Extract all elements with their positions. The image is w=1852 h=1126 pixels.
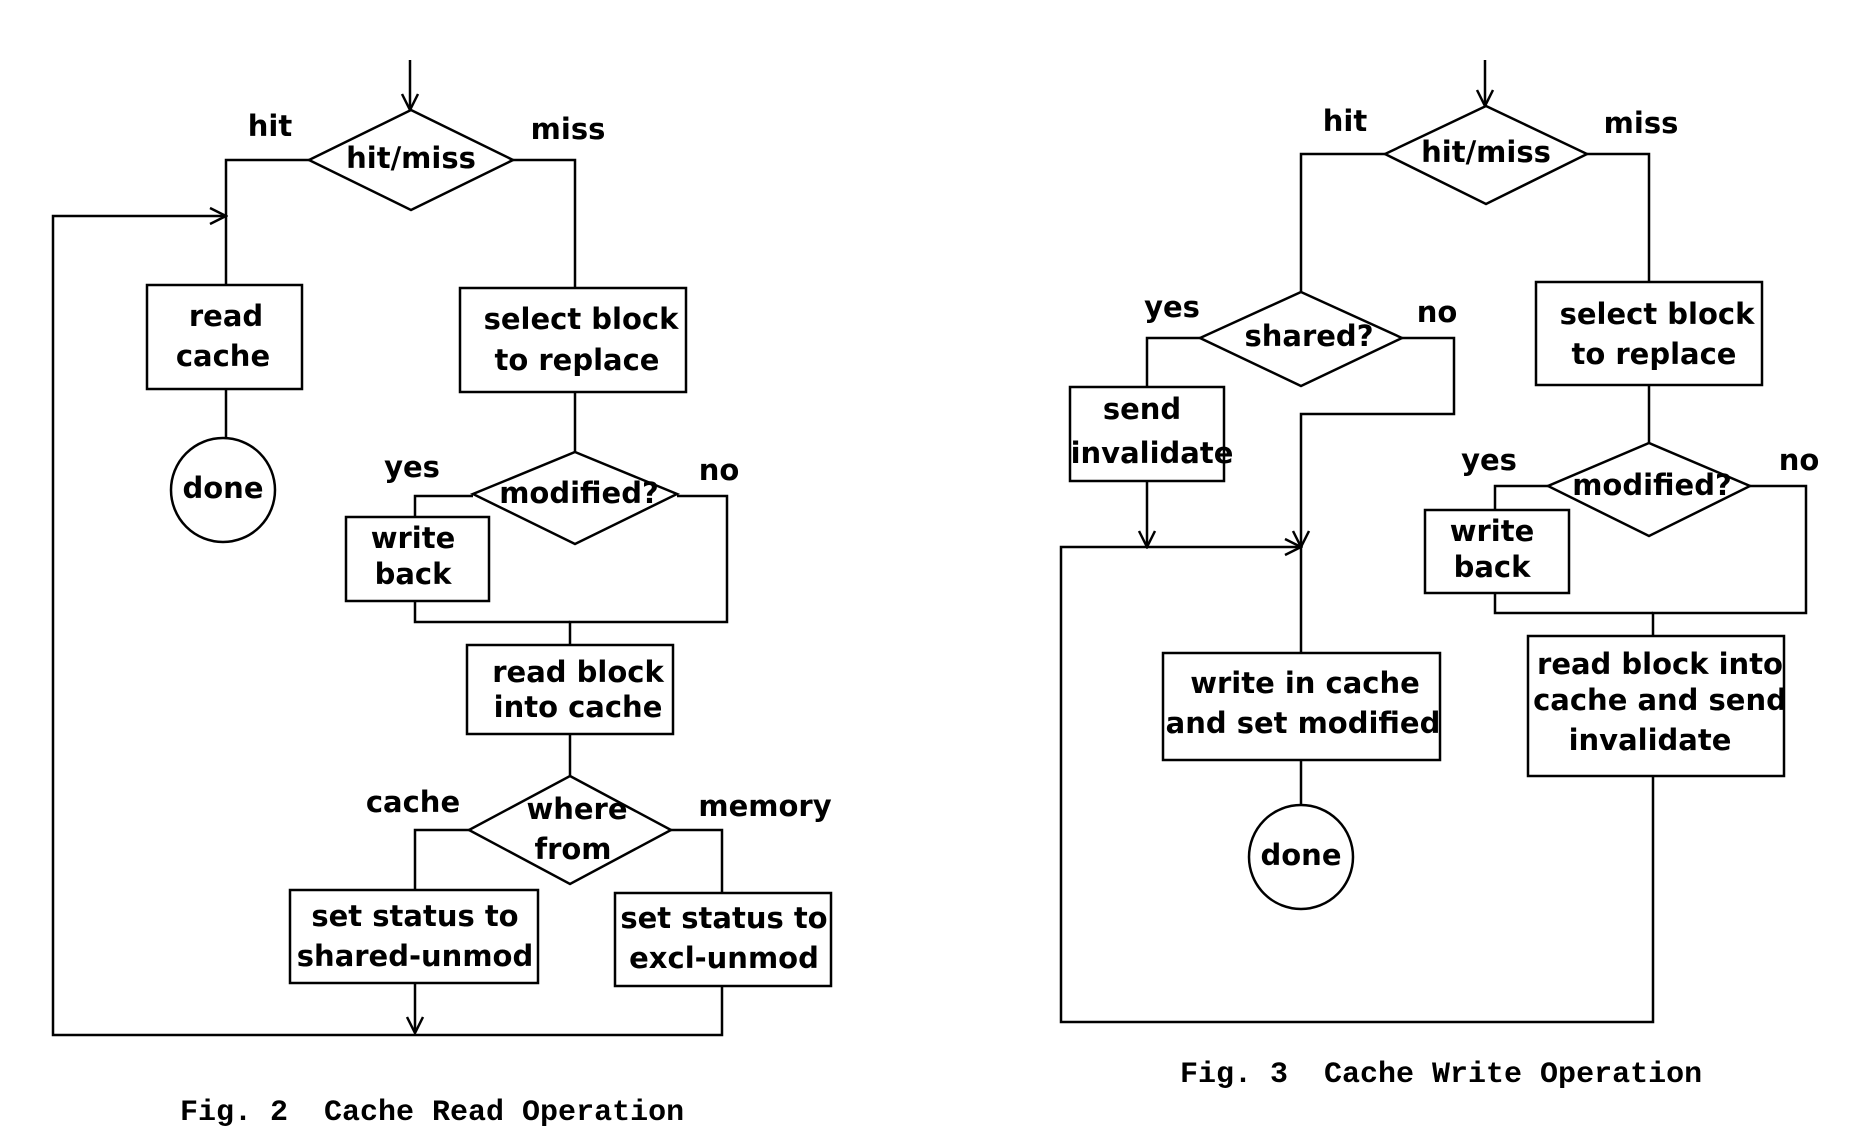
- fig2-modified-text: modified?: [499, 476, 659, 510]
- fig2-hit-label: hit: [248, 109, 293, 143]
- fig3-hitmiss-text: hit/miss: [1421, 135, 1551, 169]
- fig2-where-memory-connector: [671, 828, 724, 893]
- fig2-where-text-2: from: [534, 832, 611, 866]
- fig3-caption: Fig. 3 Cache Write Operation: [1180, 1058, 1702, 1092]
- fig2-writeback-return: [413, 601, 570, 624]
- fig2-read-cache-box: [145, 283, 304, 391]
- fig2-memory-label: memory: [698, 789, 831, 823]
- fig2-cache-read: hit/miss hit miss read cache done select…: [51, 60, 833, 1126]
- fig3-shared-decision: [1197, 290, 1405, 388]
- fig2-caption: Fig. 2 Cache Read Operation: [180, 1096, 684, 1126]
- fig2-read-block-text-2: into cache: [494, 690, 663, 724]
- fig3-read-block-text-3: invalidate: [1569, 723, 1732, 757]
- fig2-done-text: done: [183, 471, 264, 505]
- fig3-hit-connector: [1299, 152, 1385, 292]
- fig3-read-block-text-1: read block into: [1537, 647, 1783, 681]
- fig2-read-block-text-1: read block: [492, 655, 664, 689]
- fig2-status-excl-text-1: set status to: [620, 901, 827, 935]
- fig2-no-label: no: [699, 453, 740, 487]
- fig3-write-cache-box: [1161, 651, 1442, 762]
- fig2-write-back-text-2: back: [375, 557, 453, 591]
- fig3-shared-no-label: no: [1417, 295, 1458, 329]
- fig3-hit-label: hit: [1323, 104, 1368, 138]
- fig2-select-block-text-1: select block: [484, 302, 680, 336]
- fig2-status-shared-text-1: set status to: [311, 899, 518, 933]
- fig2-select-block-text-2: to replace: [495, 343, 660, 377]
- fig2-yes-label: yes: [384, 450, 440, 484]
- fig3-done-text: done: [1261, 838, 1342, 872]
- fig3-miss-connector: [1587, 152, 1651, 282]
- fig3-writeback-return: [1493, 593, 1653, 615]
- fig3-hitmiss-decision: [1382, 104, 1590, 206]
- fig3-write-cache-text-1: write in cache: [1190, 666, 1420, 700]
- fig3-cache-write: hit/miss hit miss shared? yes no send in…: [1059, 60, 1820, 1092]
- fig3-mod-no-label: no: [1779, 443, 1820, 477]
- fig2-status-excl-text-2: excl-unmod: [629, 941, 819, 975]
- fig3-modified-text: modified?: [1572, 468, 1732, 502]
- fig3-shared-no-connector: [1301, 336, 1456, 547]
- fig2-loop-back: [51, 216, 724, 1037]
- fig3-mod-yes-label: yes: [1461, 443, 1517, 477]
- fig3-modified-yes-connector: [1493, 484, 1548, 510]
- fig2-miss-label: miss: [531, 112, 606, 146]
- fig2-read-cache-text-1: read: [189, 299, 263, 333]
- fig3-send-invalidate-text-2: invalidate: [1071, 436, 1234, 470]
- fig2-status-shared-text-2: shared-unmod: [297, 939, 533, 973]
- fig3-send-invalidate-box: [1068, 385, 1226, 483]
- fig2-write-back-box: [344, 515, 491, 603]
- fig3-modified-decision: [1545, 441, 1753, 538]
- fig2-status-excl-box: [613, 891, 833, 988]
- fig3-done-terminal: [1247, 803, 1355, 911]
- fig3-send-invalidate-text-1: send: [1103, 392, 1181, 426]
- fig3-write-back-box: [1423, 508, 1571, 595]
- fig2-where-cache-connector: [413, 828, 469, 890]
- fig3-loop-back: [1059, 547, 1655, 1024]
- fig2-hit-connector: [224, 158, 309, 285]
- fig2-where-from-decision: [466, 774, 674, 886]
- fig3-shared-yes-connector: [1145, 336, 1200, 387]
- fig3-shared-yes-label: yes: [1144, 290, 1200, 324]
- fig2-read-block-box: [465, 643, 675, 736]
- fig3-select-block-text-2: to replace: [1572, 337, 1737, 371]
- fig3-read-block-text-2: cache and send: [1533, 683, 1787, 717]
- fig2-miss-connector: [513, 158, 577, 288]
- fig2-modified-no-connector: [568, 494, 729, 645]
- fig3-write-back-text-2: back: [1454, 550, 1532, 584]
- fig2-read-cache-text-2: cache: [176, 339, 270, 373]
- fig2-modified-yes-connector: [413, 494, 473, 517]
- fig2-hitmiss-decision: [306, 108, 516, 212]
- fig2-hitmiss-text: hit/miss: [346, 141, 476, 175]
- fig2-modified-decision: [469, 450, 681, 546]
- fig3-miss-label: miss: [1604, 106, 1679, 140]
- fig3-read-block-box: [1526, 634, 1786, 778]
- fig2-where-text-1: where: [526, 792, 627, 826]
- fig2-select-block-box: [458, 286, 688, 394]
- fig2-cache-label: cache: [366, 785, 460, 819]
- fig2-write-back-text-1: write: [371, 521, 456, 555]
- fig3-modified-no-connector: [1651, 484, 1808, 636]
- fig3-shared-text: shared?: [1244, 319, 1373, 353]
- fig2-status-shared-box: [288, 888, 540, 985]
- fig3-select-block-box: [1534, 280, 1764, 387]
- fig3-write-back-text-1: write: [1450, 514, 1535, 548]
- fig3-select-block-text-1: select block: [1560, 297, 1756, 331]
- fig2-done-terminal: [169, 436, 277, 544]
- fig3-write-cache-text-2: and set modified: [1166, 706, 1441, 740]
